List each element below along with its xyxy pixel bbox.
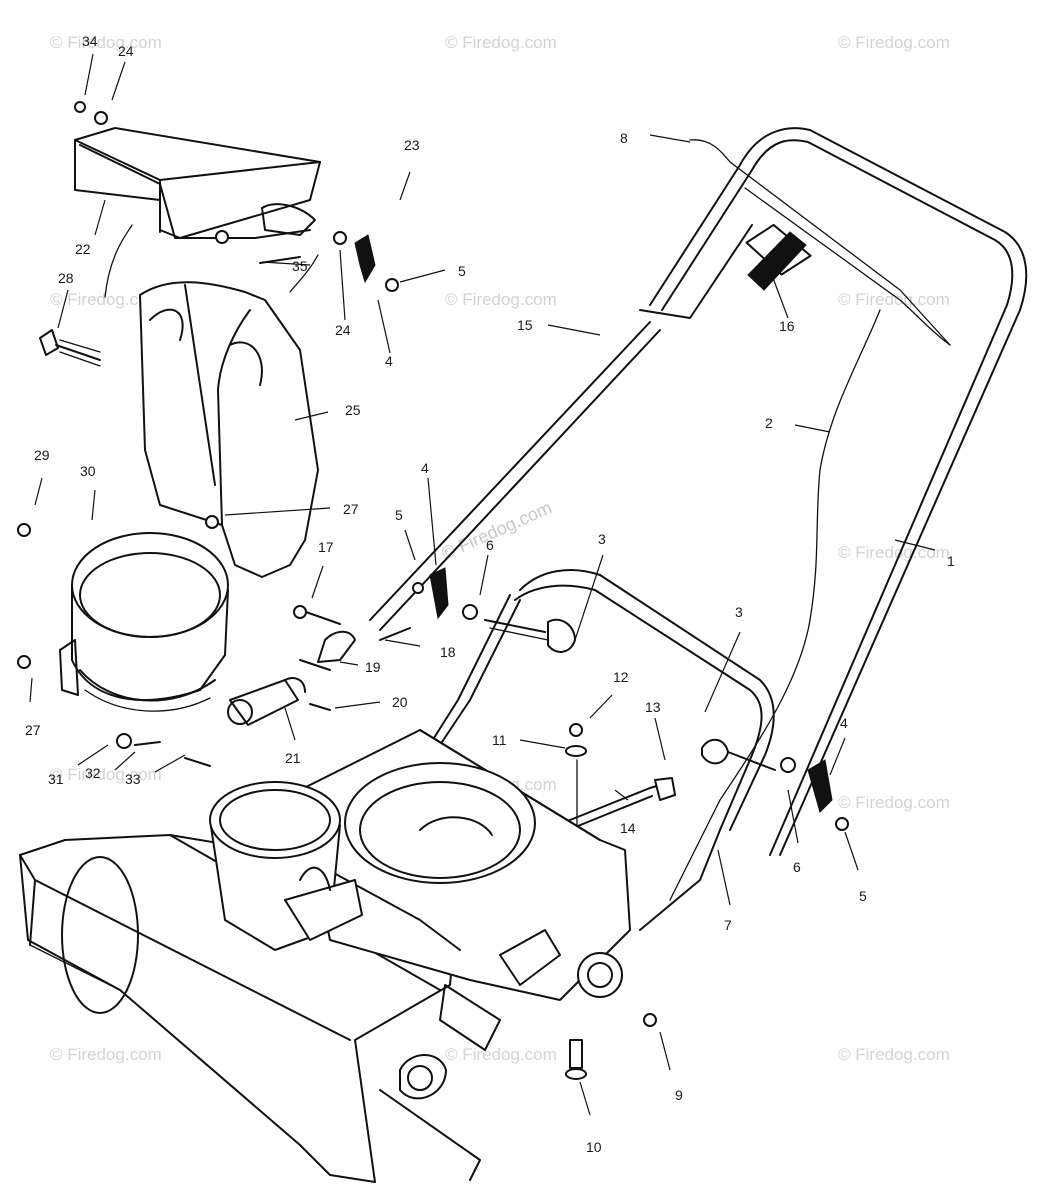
callout-3: 3: [735, 604, 743, 620]
leader-lines: [29, 53, 936, 1116]
callout-4: 4: [385, 353, 393, 369]
watermark: © Firedog.com: [50, 765, 162, 784]
callout-20: 20: [392, 694, 408, 710]
callout-11: 11: [492, 732, 507, 748]
callout-23: 23: [404, 137, 420, 153]
callout-29: 29: [34, 447, 50, 463]
callout-16: 16: [779, 318, 795, 334]
handle-upper: [369, 127, 1028, 901]
callout-21: 21: [285, 750, 301, 766]
callout-labels: 34 24 23 8 22 35 5 28 24 4 15 16 25 2 29…: [25, 33, 955, 1155]
callout-31: 31: [48, 771, 64, 787]
chute-deflector: [74, 127, 321, 239]
callout-6: 6: [486, 537, 494, 553]
discharge-chute: [104, 224, 319, 578]
callout-27: 27: [343, 501, 359, 517]
callout-19: 19: [365, 659, 381, 675]
callout-24: 24: [335, 322, 351, 338]
drive-components: [564, 723, 676, 961]
hardware-top-left: [17, 101, 399, 767]
callout-8: 8: [620, 130, 628, 146]
callout-5: 5: [859, 888, 867, 904]
watermark: © Firedog.com: [445, 33, 557, 52]
callout-33: 33: [125, 771, 141, 787]
callout-34: 34: [82, 33, 98, 49]
watermark: © Firedog.com: [838, 290, 950, 309]
callout-6: 6: [793, 859, 801, 875]
callout-17: 17: [318, 539, 334, 555]
callout-5: 5: [458, 263, 466, 279]
callout-12: 12: [613, 669, 629, 685]
callout-25: 25: [345, 402, 361, 418]
callout-4: 4: [840, 715, 848, 731]
callout-5: 5: [395, 507, 403, 523]
callout-9: 9: [675, 1087, 683, 1103]
watermark-center: © Firedog.com: [438, 497, 554, 563]
callout-4: 4: [421, 460, 429, 476]
callout-18: 18: [440, 644, 456, 660]
callout-35: 35: [292, 258, 308, 274]
watermark: © Firedog.com: [50, 1045, 162, 1064]
watermark: © Firedog.com: [838, 543, 950, 562]
callout-28: 28: [58, 270, 74, 286]
callout-24: 24: [118, 43, 134, 59]
callout-30: 30: [80, 463, 96, 479]
handle-lower: [419, 569, 775, 931]
shift-linkage: [227, 605, 411, 726]
callout-1: 1: [947, 553, 955, 569]
auger-housing: [19, 729, 657, 1183]
callout-14: 14: [620, 820, 636, 836]
callout-22: 22: [75, 241, 91, 257]
watermark: © Firedog.com: [838, 793, 950, 812]
watermark: © Firedog.com: [838, 33, 950, 52]
callout-32: 32: [85, 765, 101, 781]
callout-2: 2: [765, 415, 773, 431]
watermark: © Firedog.com: [50, 290, 162, 309]
callout-13: 13: [645, 699, 661, 715]
handle-hardware: [412, 567, 849, 831]
callout-10: 10: [586, 1139, 602, 1155]
watermark: © Firedog.com: [838, 1045, 950, 1064]
callout-3: 3: [598, 531, 606, 547]
callout-7: 7: [724, 917, 732, 933]
chute-ring: [59, 532, 229, 712]
watermark: © Firedog.com: [50, 33, 162, 52]
watermark: © Firedog.com: [445, 1045, 557, 1064]
watermark: © Firedog.com: [445, 290, 557, 309]
callout-27: 27: [25, 722, 41, 738]
callout-15: 15: [517, 317, 533, 333]
